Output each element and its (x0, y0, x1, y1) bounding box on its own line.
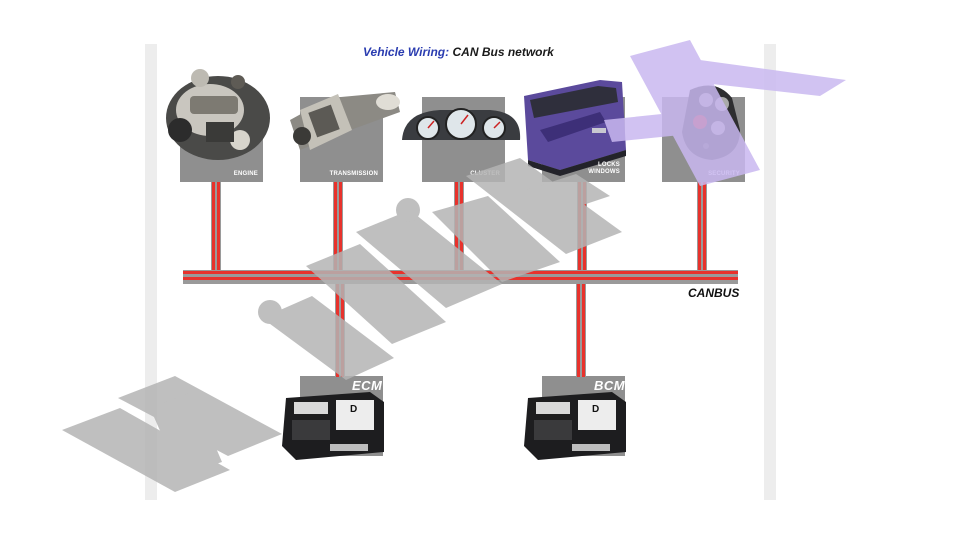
ecm-tag: D (350, 404, 358, 415)
locks-drop (577, 182, 587, 272)
node-label-engine: ENGINE (233, 171, 258, 177)
node-label-locks-windows: LOCKS WINDOWS (588, 162, 620, 175)
transmission-drop (333, 182, 343, 272)
can-bus-line (183, 270, 738, 284)
bcm-unit-icon (524, 392, 626, 460)
ecm-drop (335, 282, 345, 377)
node-label-cluster: CLUSTER (470, 171, 500, 177)
node-label-security: SECURITY (708, 171, 740, 177)
module-label-bcm: BCM (594, 378, 626, 393)
engine-drop (211, 182, 221, 272)
security-drop (697, 182, 707, 272)
ecm-unit-icon (282, 392, 384, 460)
transmission-icon (290, 92, 400, 150)
title-prefix: Vehicle Wiring: (363, 45, 450, 59)
instrument-cluster-icon (402, 108, 521, 140)
node-label-transmission: TRANSMISSION (329, 171, 378, 177)
key-fob-icon (682, 85, 740, 160)
module-label-ecm: ECM (352, 378, 383, 393)
engine-icon (166, 69, 270, 160)
title-rest: CAN Bus network (452, 45, 554, 59)
page-side-bar-right (764, 44, 776, 500)
bcm-tag: D (592, 404, 600, 415)
diagram-title: Vehicle Wiring: CAN Bus network (363, 45, 623, 59)
bcm-drop (576, 282, 586, 377)
cluster-drop (454, 182, 464, 272)
canbus-label: CANBUS (688, 286, 740, 300)
